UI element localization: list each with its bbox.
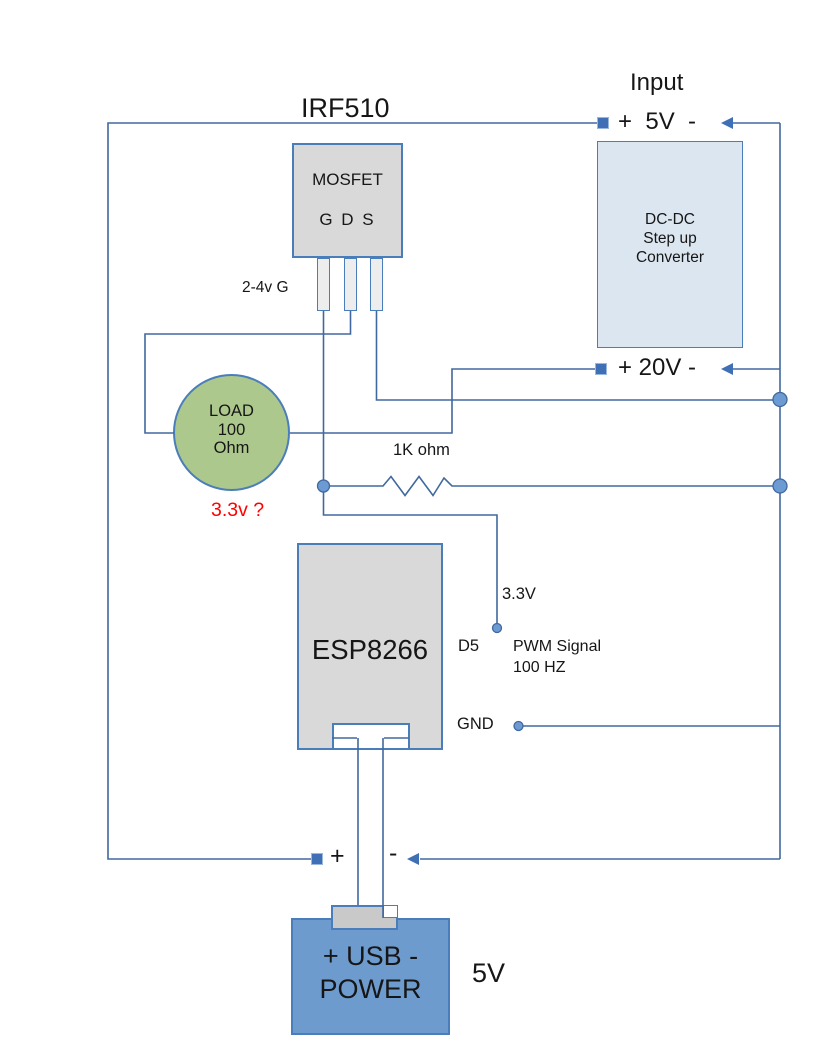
node-d5-pin [491, 622, 503, 634]
input-5v-rail-label: + 5V - [618, 108, 697, 135]
mosfet-leg-gate [317, 258, 330, 311]
mosfet-part-label: IRF510 [301, 93, 390, 123]
mosfet-leg-drain [344, 258, 357, 311]
load-voltage-question: 3.3v ? [211, 499, 265, 521]
dcdc-converter-body [597, 141, 743, 348]
usb-voltage-label: 5V [472, 958, 506, 988]
wire-load-to-20v-plus [290, 368, 595, 434]
terminal-square-20v-plus [595, 363, 607, 375]
mosfet-name-label: MOSFET [312, 170, 383, 189]
wire-source-to-ground [375, 311, 780, 401]
mosfet-pins-label: G D S [319, 210, 376, 229]
dcdc-line3: Converter [635, 249, 705, 266]
gate-voltage-note: 2-4v G [242, 279, 289, 296]
node-resistor-ground [772, 478, 788, 494]
terminal-square-5v-plus [597, 117, 609, 129]
wire-gate-to-d5 [322, 311, 498, 624]
dcdc-line2: Step up [643, 230, 697, 247]
pwm-line2: 100 HZ [513, 658, 566, 676]
mosfet-leg-source [370, 258, 383, 311]
esp8266-name-label: ESP8266 [311, 634, 429, 665]
usb-line1: + USB - [322, 941, 419, 971]
wire-gate-pulldown-resistor [323, 475, 780, 497]
output-20v-rail-label: + 20V - [618, 354, 697, 381]
wire-outer-loop-5v-plus [107, 122, 597, 860]
esp-d5-pin-label: D5 [458, 637, 480, 655]
usb-rail-minus: - [389, 839, 398, 867]
load-line3: Ohm [213, 439, 250, 457]
mosfet-body [292, 143, 403, 258]
esp-gnd-pin-label: GND [457, 715, 494, 733]
usb-line2: POWER [319, 974, 422, 1004]
usb-rail-plus: + [330, 842, 345, 870]
esp-3v3-label: 3.3V [502, 585, 536, 603]
usb-power-body [291, 918, 450, 1035]
load-resistor-body [173, 374, 290, 491]
load-line2: 100 [217, 420, 246, 439]
terminal-square-usb-plus [311, 853, 323, 865]
node-gate-junction [316, 479, 331, 493]
esp-usb-socket [332, 723, 410, 750]
pwm-line1: PWM Signal [513, 638, 602, 655]
arrowhead-usb-minus [407, 853, 419, 865]
pwm-annotation: PWM Signal 100 HZ [513, 637, 601, 678]
resistor-value-label: 1K ohm [393, 441, 450, 459]
usb-power-label: + USB - POWER [291, 940, 450, 1006]
input-title: Input [630, 69, 684, 96]
load-line1: LOAD [209, 402, 254, 420]
arrowhead-5v-minus [721, 117, 733, 129]
wire-drain-to-load [144, 311, 352, 434]
node-source-ground [772, 391, 788, 408]
dcdc-label: DC-DC Step up Converter [597, 210, 743, 267]
arrowhead-20v-minus [721, 363, 733, 375]
load-label: LOAD 100 Ohm [173, 402, 290, 458]
dcdc-line1: DC-DC [645, 211, 695, 228]
node-gnd-pin [513, 720, 524, 732]
